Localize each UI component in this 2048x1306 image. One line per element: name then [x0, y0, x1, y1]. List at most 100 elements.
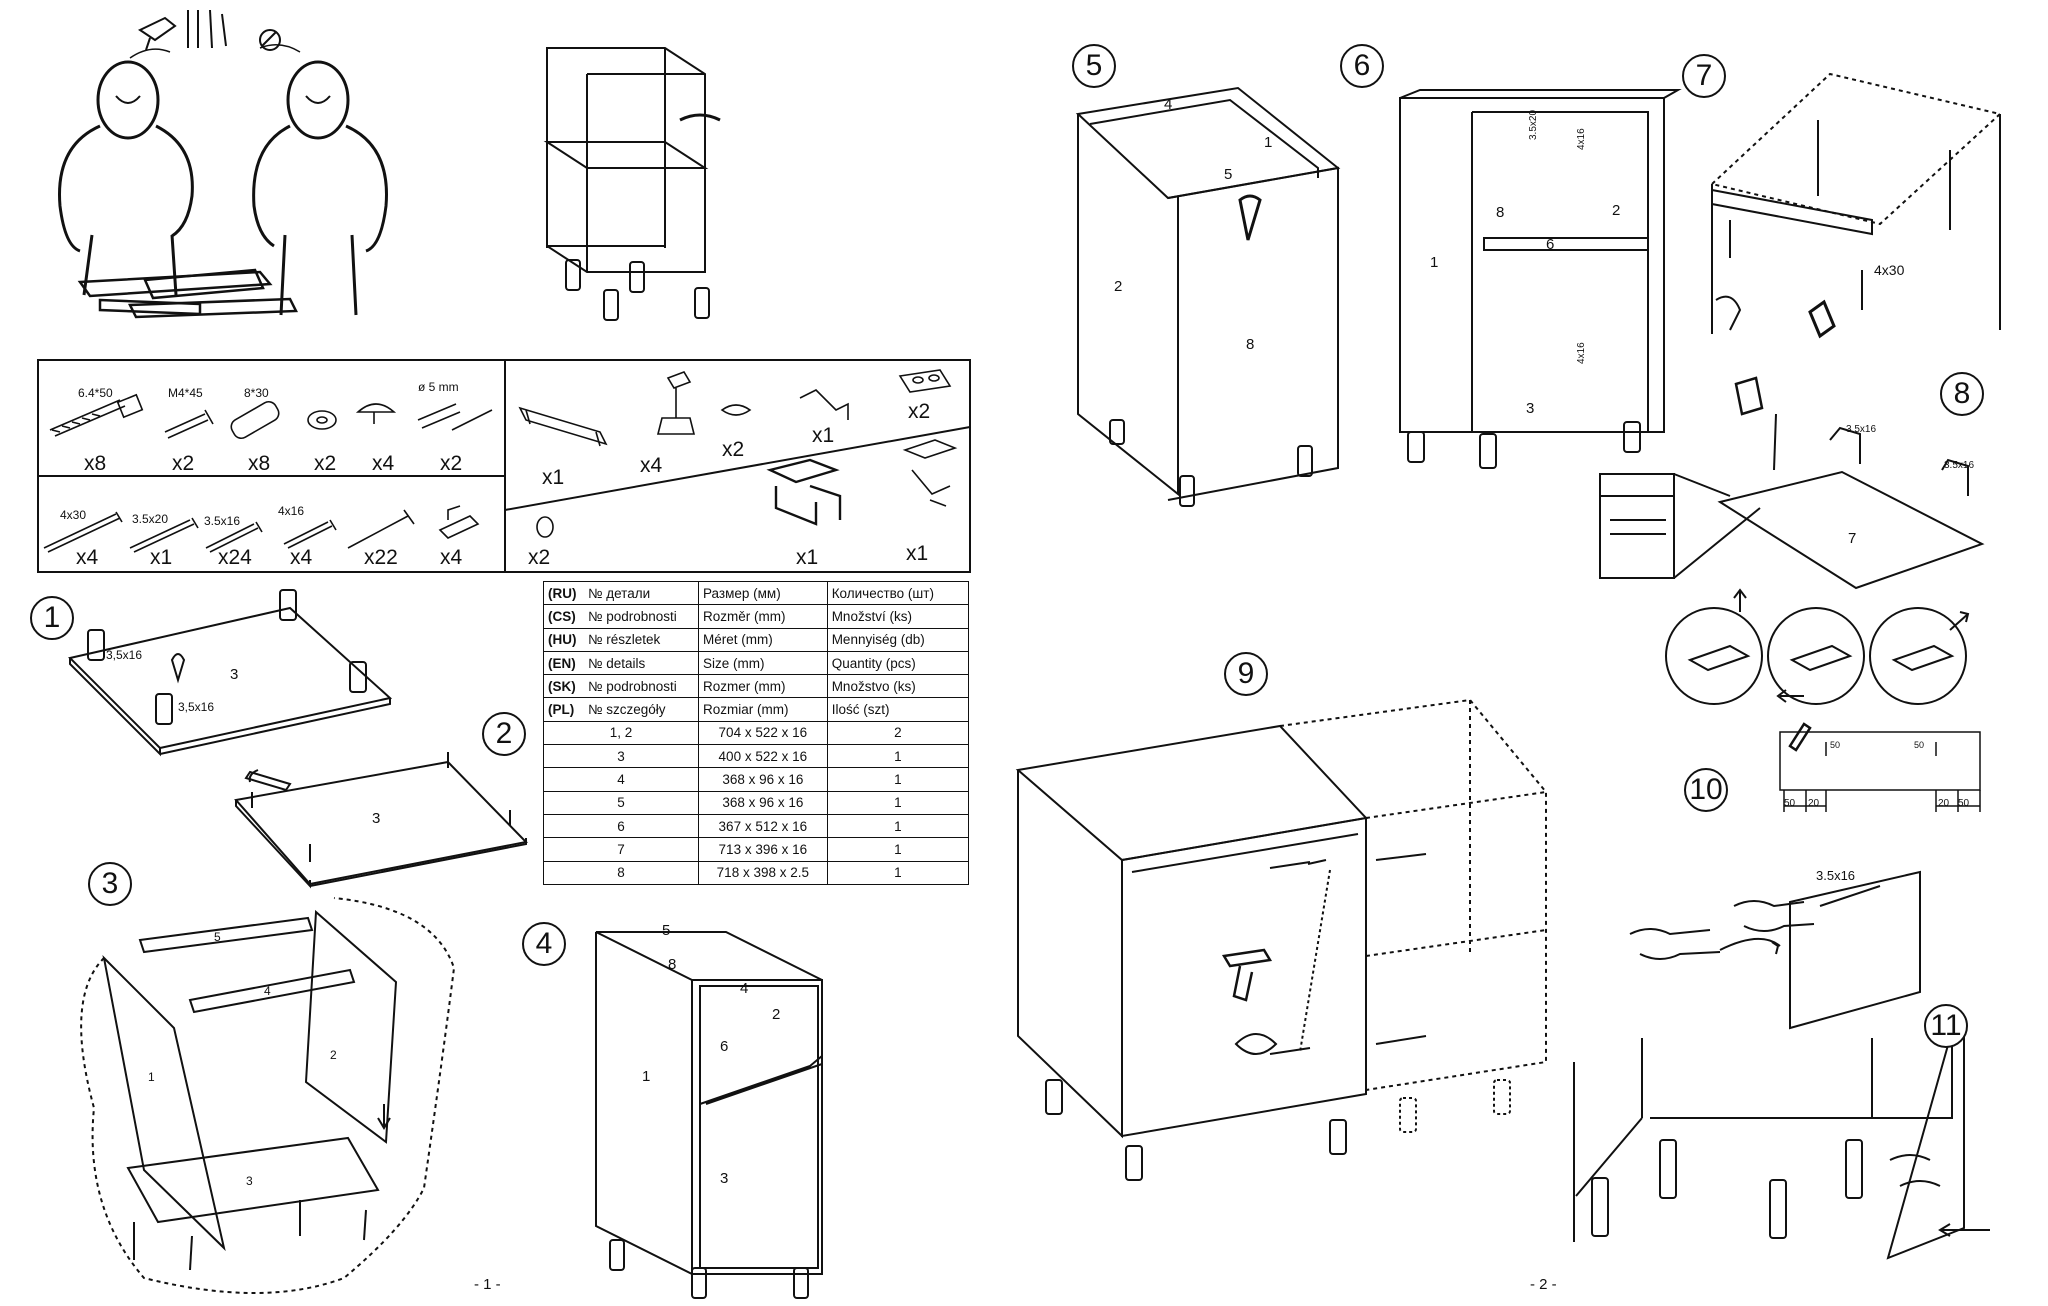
handle-icon	[518, 406, 608, 447]
lang-code: (CS)	[548, 608, 576, 624]
screw-3.5x16-icon	[205, 521, 263, 553]
hardware-qty: x2	[908, 400, 931, 423]
hardware-label: 8*30	[244, 386, 269, 400]
cell-part: 1, 2	[543, 720, 699, 746]
step-number: 2	[482, 712, 526, 756]
dimension-label: 50	[1914, 740, 1925, 750]
part-label: 8	[1246, 336, 1255, 353]
wooden-dowel-bracket-icon	[116, 393, 144, 419]
part-label: 1	[642, 1068, 651, 1085]
worker-figure-left-icon	[58, 60, 194, 296]
step-number: 9	[1224, 652, 1268, 696]
wall-hanger-icon	[902, 439, 958, 507]
header-part: № details	[588, 655, 646, 671]
cell-part: 8	[543, 860, 699, 885]
header-size: Rozmer (mm)	[698, 674, 828, 699]
bumper-pad-icon	[536, 516, 554, 538]
dimension-label: 20	[1808, 798, 1820, 809]
cell-part: 6	[543, 813, 699, 839]
step6-drawing	[1399, 89, 1682, 469]
hardware-qty: x4	[76, 546, 99, 569]
lang-code: (EN)	[548, 655, 576, 671]
hardware-qty: x2	[172, 452, 195, 475]
header-qty: Množství (ks)	[826, 604, 970, 629]
shelf-support-icon	[438, 505, 480, 539]
cell-part: 3	[543, 744, 699, 769]
screw-4x16-icon	[283, 519, 337, 549]
header-part: № podrobnosti	[588, 608, 677, 624]
part-label: 7	[1848, 530, 1857, 547]
hardware-qty: x1	[906, 542, 929, 565]
screw-label: 4x16	[1576, 342, 1587, 364]
hardware-label: 3.5x16	[204, 514, 241, 528]
washer-icon	[307, 410, 337, 430]
part-label: 4	[264, 984, 271, 998]
part-label: 8	[1496, 204, 1505, 221]
hardware-qty: x4	[372, 452, 395, 475]
screw-6.4x50-icon	[49, 399, 126, 437]
step1-drawing	[68, 589, 393, 757]
cell-part: 5	[543, 790, 699, 815]
step9-drawing	[1015, 698, 1547, 1181]
part-label: 1	[1430, 254, 1439, 271]
part-label: 2	[772, 1006, 781, 1023]
hinge-icon	[766, 458, 842, 526]
boards-stack-icon	[77, 268, 298, 319]
hardware-qty: x1	[542, 466, 565, 489]
wooden-dowel-icon	[230, 400, 280, 440]
adjustable-leg-icon	[656, 371, 696, 435]
step5-drawing	[1075, 86, 1341, 507]
screw-4x30-icon	[43, 511, 123, 553]
cell-qty: 1	[826, 744, 970, 769]
step-number: 4	[522, 922, 566, 966]
step10-drawing	[1779, 722, 1981, 812]
hardware-label: ø 5 mm	[418, 380, 459, 394]
step-number: 3	[88, 862, 132, 906]
header-size: Rozmiar (mm)	[698, 697, 828, 722]
cell-qty: 1	[826, 790, 970, 815]
step-number: 5	[1072, 44, 1116, 88]
cell-size: 368 x 96 x 16	[698, 790, 828, 815]
step-number: 10	[1684, 768, 1728, 812]
hardware-qty: x2	[528, 546, 551, 569]
cell-part: 4	[543, 767, 699, 792]
header-part: № детали	[588, 585, 651, 601]
nail-icon	[347, 509, 415, 549]
header-size: Rozměr (mm)	[698, 604, 828, 629]
step8-drawing	[1599, 376, 1985, 590]
step-number: 11	[1924, 1004, 1968, 1048]
screw-label: 3.5x20	[1528, 109, 1539, 140]
hardware-qty: x1	[796, 546, 819, 569]
cell-size: 713 x 396 x 16	[698, 837, 828, 862]
screw-label: 3.5x16	[1944, 460, 1975, 471]
cell-size: 718 x 398 x 2.5	[698, 860, 828, 885]
header-part: № podrobnosti	[588, 678, 677, 694]
dimension-label: 50	[1958, 798, 1970, 809]
step4-drawing	[595, 931, 823, 1299]
cell-qty: 1	[826, 767, 970, 792]
hardware-qty: x24	[218, 546, 252, 569]
cell-size: 400 x 522 x 16	[698, 744, 828, 769]
lang-code: (RU)	[548, 585, 577, 601]
hardware-label: M4*45	[168, 386, 203, 400]
cell-size: 367 x 512 x 16	[698, 813, 828, 839]
screw-3.5x20-icon	[129, 517, 199, 553]
screw-label: 4x30	[1874, 262, 1905, 278]
part-label: 3	[720, 1170, 729, 1187]
table-header-row: (SK)№ podrobnosti Rozmer (mm) Množstvo (…	[543, 674, 970, 699]
mounting-plate-icon	[898, 369, 952, 393]
table-header-row: (EN)№ details Size (mm) Quantity (pcs)	[543, 650, 970, 676]
part-label: 3	[230, 666, 239, 683]
step-number: 7	[1682, 54, 1726, 98]
cell-qty: 1	[826, 860, 970, 885]
part-label: 2	[1612, 202, 1621, 219]
hardware-qty: x8	[84, 452, 107, 475]
part-label: 1	[1264, 134, 1273, 151]
step11-drawing	[1573, 870, 1990, 1260]
table-row: 4 368 x 96 x 16 1	[543, 767, 970, 792]
hinge-adjust-circles	[1665, 588, 1970, 705]
page-number: - 2 -	[1530, 1276, 1557, 1293]
tools-icon	[137, 9, 281, 51]
part-label: 5	[1224, 166, 1233, 183]
